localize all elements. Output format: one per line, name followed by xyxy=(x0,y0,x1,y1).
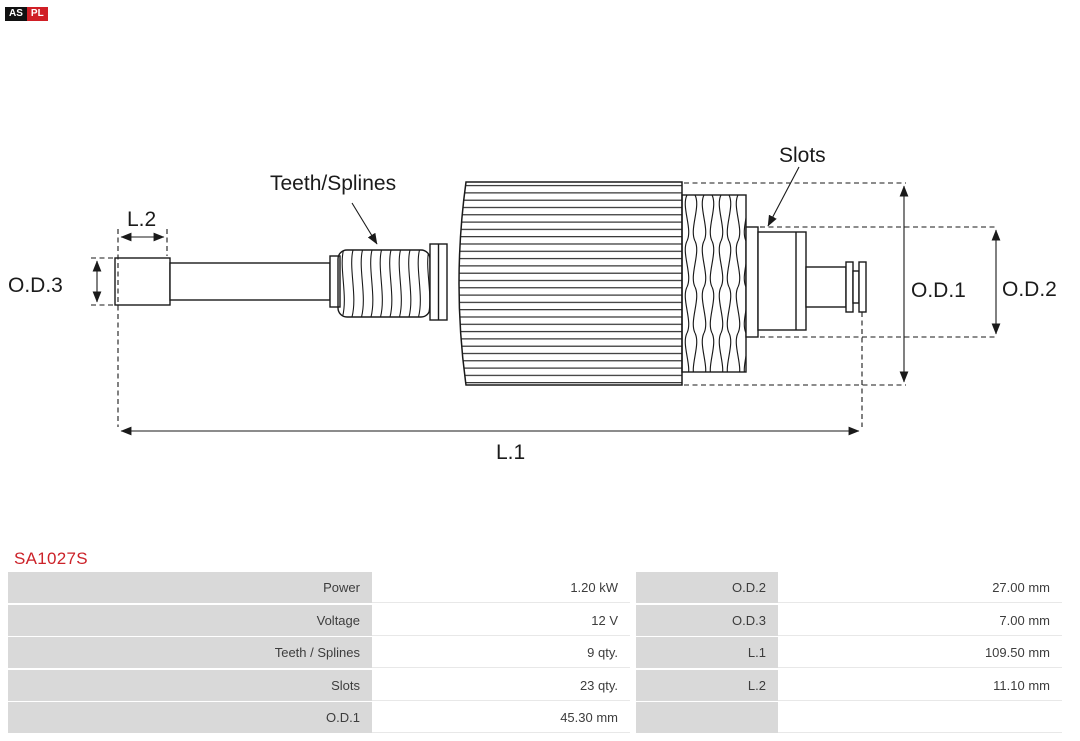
brand-logo-pl: PL xyxy=(26,7,48,21)
spec-label: O.D.1 xyxy=(8,702,372,733)
armature-technical-diagram: Teeth/Splines Slots L.2 O.D.3 O.D.1 O.D.… xyxy=(8,144,1057,464)
label-od2: O.D.2 xyxy=(1002,278,1057,301)
shaft-left xyxy=(169,262,331,301)
label-od3: O.D.3 xyxy=(8,274,63,297)
spec-label: L.2 xyxy=(636,669,778,701)
spline-section xyxy=(337,249,431,318)
slots-leader xyxy=(767,166,800,227)
spec-value: 27.00 mm xyxy=(778,572,1062,603)
spec-label: Slots xyxy=(8,669,372,701)
table-row: Slots 23 qty. L.2 11.10 mm xyxy=(8,669,1062,701)
groove-ring-1 xyxy=(845,261,854,313)
spec-value xyxy=(778,702,1062,733)
spec-value: 23 qty. xyxy=(372,669,630,701)
spec-label: O.D.2 xyxy=(636,572,778,603)
spec-label: Teeth / Splines xyxy=(8,637,372,668)
spec-value: 109.50 mm xyxy=(778,637,1062,668)
spec-value: 45.30 mm xyxy=(372,702,630,733)
table-row: O.D.1 45.30 mm xyxy=(8,702,1062,733)
brand-logo-as: AS xyxy=(5,7,27,21)
groove-ring-2 xyxy=(852,270,860,304)
spec-label: O.D.3 xyxy=(636,604,778,636)
spec-value: 11.10 mm xyxy=(778,669,1062,701)
label-teeth-splines: Teeth/Splines xyxy=(270,172,396,195)
armature-drawing xyxy=(114,181,867,386)
spec-label: Voltage xyxy=(8,604,372,636)
commutator-slots xyxy=(681,194,747,373)
part-number: SA1027S xyxy=(14,549,88,568)
commutator-flange xyxy=(745,226,759,338)
table-row: Teeth / Splines 9 qty. L.1 109.50 mm xyxy=(8,637,1062,668)
rear-shaft xyxy=(805,266,847,308)
brand-logo: AS PL xyxy=(5,7,48,21)
spec-value: 9 qty. xyxy=(372,637,630,668)
label-od1: O.D.1 xyxy=(911,279,966,302)
spec-value: 7.00 mm xyxy=(778,604,1062,636)
spec-label: L.1 xyxy=(636,637,778,668)
collar-ring xyxy=(429,243,448,321)
rear-cylinder xyxy=(757,231,807,331)
spec-table: Power 1.20 kW O.D.2 27.00 mm Voltage 12 … xyxy=(8,572,1062,735)
table-row: Power 1.20 kW O.D.2 27.00 mm xyxy=(8,572,1062,603)
dimension-arrows xyxy=(92,185,1001,436)
diagram-labels: Teeth/Splines Slots L.2 O.D.3 O.D.1 O.D.… xyxy=(8,144,1057,464)
table-row: Voltage 12 V O.D.3 7.00 mm xyxy=(8,604,1062,636)
extension-lines xyxy=(91,182,998,427)
spec-value: 1.20 kW xyxy=(372,572,630,603)
dimension-lines xyxy=(91,166,1001,436)
label-l2: L.2 xyxy=(127,208,156,231)
armature-core xyxy=(458,181,683,386)
leader-arrows xyxy=(351,166,800,245)
spec-value: 12 V xyxy=(372,604,630,636)
label-l1: L.1 xyxy=(496,441,525,464)
groove-ring-3 xyxy=(858,261,867,313)
label-slots: Slots xyxy=(779,144,826,167)
teeth-splines-leader xyxy=(351,202,378,245)
spec-label: Power xyxy=(8,572,372,603)
spec-label xyxy=(636,702,778,733)
shaft-end-left xyxy=(114,257,171,306)
